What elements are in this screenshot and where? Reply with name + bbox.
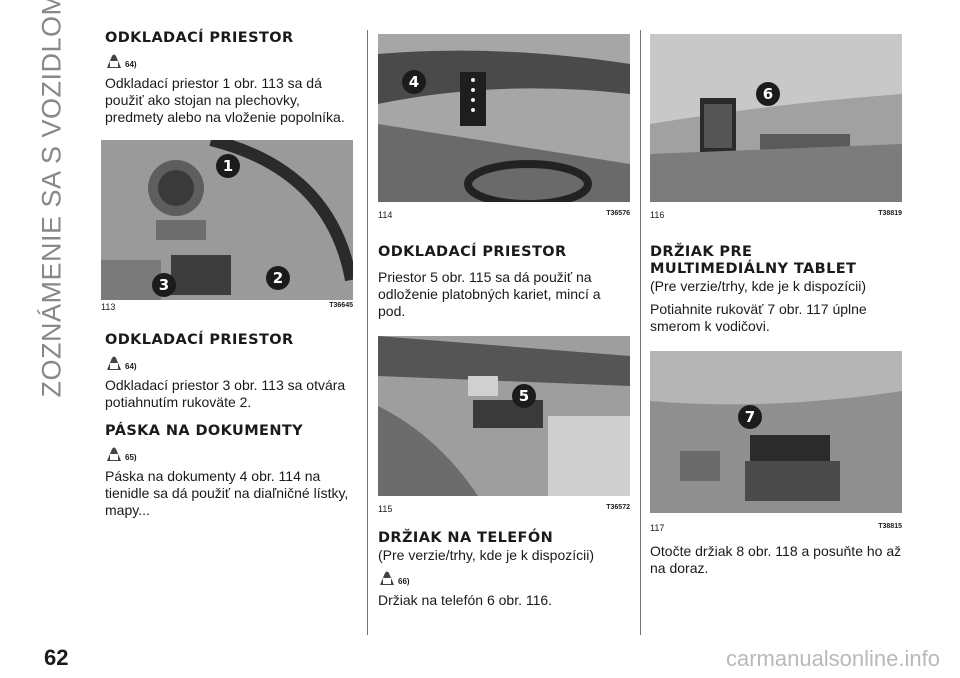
figure-115: 5 115 T36572 — [378, 336, 630, 516]
paragraph: Držiak na telefón 6 obr. 116. — [378, 592, 553, 608]
watermark[interactable]: carmanualsonline.info — [725, 646, 940, 671]
sun-visor-illustration — [378, 34, 630, 202]
figure-number: 116 — [650, 210, 665, 220]
paragraph: Priestor 5 obr. 115 sa dá použiť na odlo… — [378, 269, 601, 319]
availability-note: (Pre verzie/trhy, kde je k dispozícii) — [378, 547, 595, 563]
callout-7: 7 — [738, 405, 762, 429]
section-heading: PÁSKA NA DOKUMENTY — [105, 423, 304, 439]
figure-code: T38819 — [878, 210, 902, 217]
warning-reference: 64) — [105, 53, 355, 69]
warning-reference: 65) — [105, 446, 355, 462]
figure-image: 5 — [378, 336, 630, 496]
figure-caption: 116 T38819 — [650, 210, 902, 220]
figure-code: T36645 — [329, 302, 353, 309]
page-number: 62 — [44, 645, 69, 670]
figure-number: 117 — [650, 523, 665, 533]
warning-hand-icon — [380, 571, 394, 585]
figure-116: 6 116 T38819 — [650, 34, 902, 224]
figure-caption: 114 T36576 — [378, 210, 630, 220]
column-3: 6 116 T38819 DRŽIAK PRE MULTIMEDIÁLNY TA… — [650, 34, 902, 577]
side-section-title: ZOZNÁMENIE SA S VOZIDLOM — [36, 0, 67, 398]
storage-compartment-illustration — [378, 336, 630, 496]
column-2: 4 114 T36576 ODKLADACÍ PRIESTOR Priestor… — [378, 34, 630, 609]
section-heading: ODKLADACÍ PRIESTOR — [105, 332, 294, 348]
warning-ref-number: 64) — [125, 60, 137, 69]
section-heading: ODKLADACÍ PRIESTOR — [378, 244, 567, 260]
figure-code: T36576 — [606, 210, 630, 217]
warning-reference: 64) — [105, 355, 355, 371]
callout-1: 1 — [216, 154, 240, 178]
figure-caption: 113 T36645 — [101, 302, 353, 312]
figure-117: 7 117 T38815 — [650, 351, 902, 533]
paragraph: Potiahnite rukoväť 7 obr. 117 úplne smer… — [650, 301, 867, 334]
column-divider — [367, 30, 368, 635]
callout-4: 4 — [402, 70, 426, 94]
section-heading: DRŽIAK PRE — [650, 244, 753, 260]
figure-114: 4 114 T36576 — [378, 34, 630, 224]
availability-note: (Pre verzie/trhy, kde je k dispozícii) — [650, 278, 867, 294]
column-1: ODKLADACÍ PRIESTOR 64) Odkladací priesto… — [101, 30, 355, 519]
section-heading: DRŽIAK NA TELEFÓN — [378, 530, 554, 546]
section-heading: ODKLADACÍ PRIESTOR — [105, 30, 294, 46]
warning-hand-icon — [107, 447, 121, 461]
figure-number: 114 — [378, 210, 393, 220]
figure-113: 1 2 3 113 T36645 — [101, 140, 353, 320]
paragraph: Otočte držiak 8 obr. 118 a posuňte ho až… — [650, 543, 902, 576]
callout-3: 3 — [152, 273, 176, 297]
figure-image: 4 — [378, 34, 630, 202]
figure-image: 6 — [650, 34, 902, 202]
warning-ref-number: 66) — [398, 577, 410, 586]
tablet-holder-illustration — [650, 351, 902, 513]
figure-number: 115 — [378, 504, 393, 514]
section-heading: MULTIMEDIÁLNY TABLET — [650, 261, 857, 277]
figure-image: 7 — [650, 351, 902, 513]
warning-reference: 66) — [378, 570, 630, 586]
figure-number: 113 — [101, 302, 116, 312]
phone-holder-illustration — [650, 34, 902, 202]
figure-image: 1 2 3 — [101, 140, 353, 300]
figure-code: T36572 — [606, 504, 630, 511]
warning-hand-icon — [107, 54, 121, 68]
callout-2: 2 — [266, 266, 290, 290]
warning-ref-number: 65) — [125, 453, 137, 462]
callout-5: 5 — [512, 384, 536, 408]
figure-caption: 117 T38815 — [650, 523, 902, 533]
figure-caption: 115 T36572 — [378, 504, 630, 514]
column-divider — [640, 30, 641, 635]
paragraph: Páska na dokumenty 4 obr. 114 na tienidl… — [105, 468, 349, 518]
paragraph: Odkladací priestor 1 obr. 113 sa dá použ… — [105, 75, 345, 125]
paragraph: Odkladací priestor 3 obr. 113 sa otvára … — [105, 377, 346, 410]
warning-ref-number: 64) — [125, 362, 137, 371]
warning-hand-icon — [107, 356, 121, 370]
figure-code: T38815 — [878, 523, 902, 530]
callout-6: 6 — [756, 82, 780, 106]
